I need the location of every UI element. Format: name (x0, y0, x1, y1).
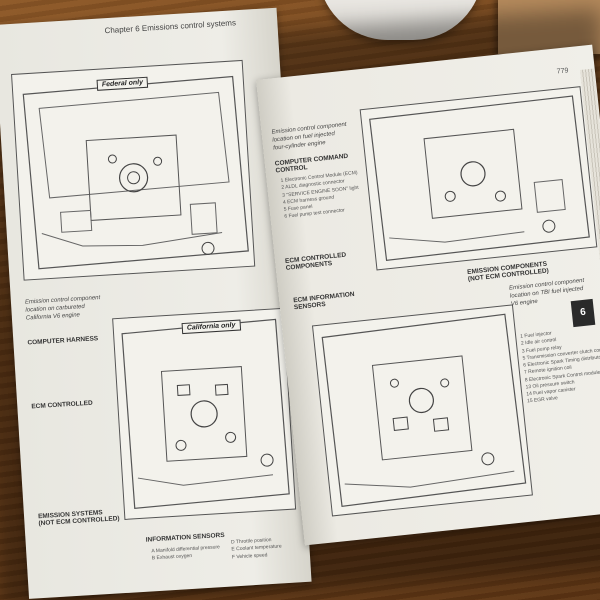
info-sensor-list: A Manifold differential pressure B Exhau… (151, 544, 220, 563)
diagram-four-cylinder (359, 86, 598, 271)
diagram-v6-tbi (311, 304, 533, 517)
engine-bay-drawing-bottom (121, 318, 290, 509)
right-top-caption: Emission control component location on f… (271, 121, 347, 152)
engine-bay-drawing-right-bottom (321, 313, 527, 508)
section-tab-marker: 6 (570, 298, 596, 328)
left-page: Chapter 6 Emissions control systems Fede… (0, 7, 312, 599)
information-sensors-heading: INFORMATION SENSORS (145, 531, 225, 544)
computer-harness-heading: COMPUTER HARNESS (27, 335, 99, 347)
ecm-information-sensors-heading: ECM INFORMATION SENSORS (292, 290, 355, 312)
ccc-list: 1 Electronic Control Module (ECM) 2 ALDL… (280, 170, 361, 221)
engine-bay-drawing-top (22, 75, 249, 270)
right-page: 779 Emission control component location … (256, 44, 600, 546)
engine-bay-drawing-right-top (369, 95, 590, 262)
ecm-controlled-heading: ECM CONTROLLED (31, 399, 93, 411)
info-sensor-list-right: D Throttle position E Coolant temperatur… (231, 536, 283, 561)
diagram-california: California only (112, 307, 297, 520)
emission-systems-heading: EMISSION SYSTEMS (NOT ECM CONTROLLED) (37, 509, 120, 528)
ecm-components-list: 1 Fuel injector 2 Idle air control 3 Fue… (520, 324, 600, 406)
ecm-controlled-components-heading: ECM CONTROLLED COMPONENTS (284, 251, 347, 272)
diagram-federal: Federal only (11, 59, 256, 281)
chapter-header: Chapter 6 Emissions control systems (104, 18, 237, 36)
page-number: 779 (556, 67, 569, 76)
left-caption: Emission control component location on c… (24, 295, 101, 322)
emission-components-heading: EMISSION COMPONENTS (NOT ECM CONTROLLED) (466, 260, 550, 283)
